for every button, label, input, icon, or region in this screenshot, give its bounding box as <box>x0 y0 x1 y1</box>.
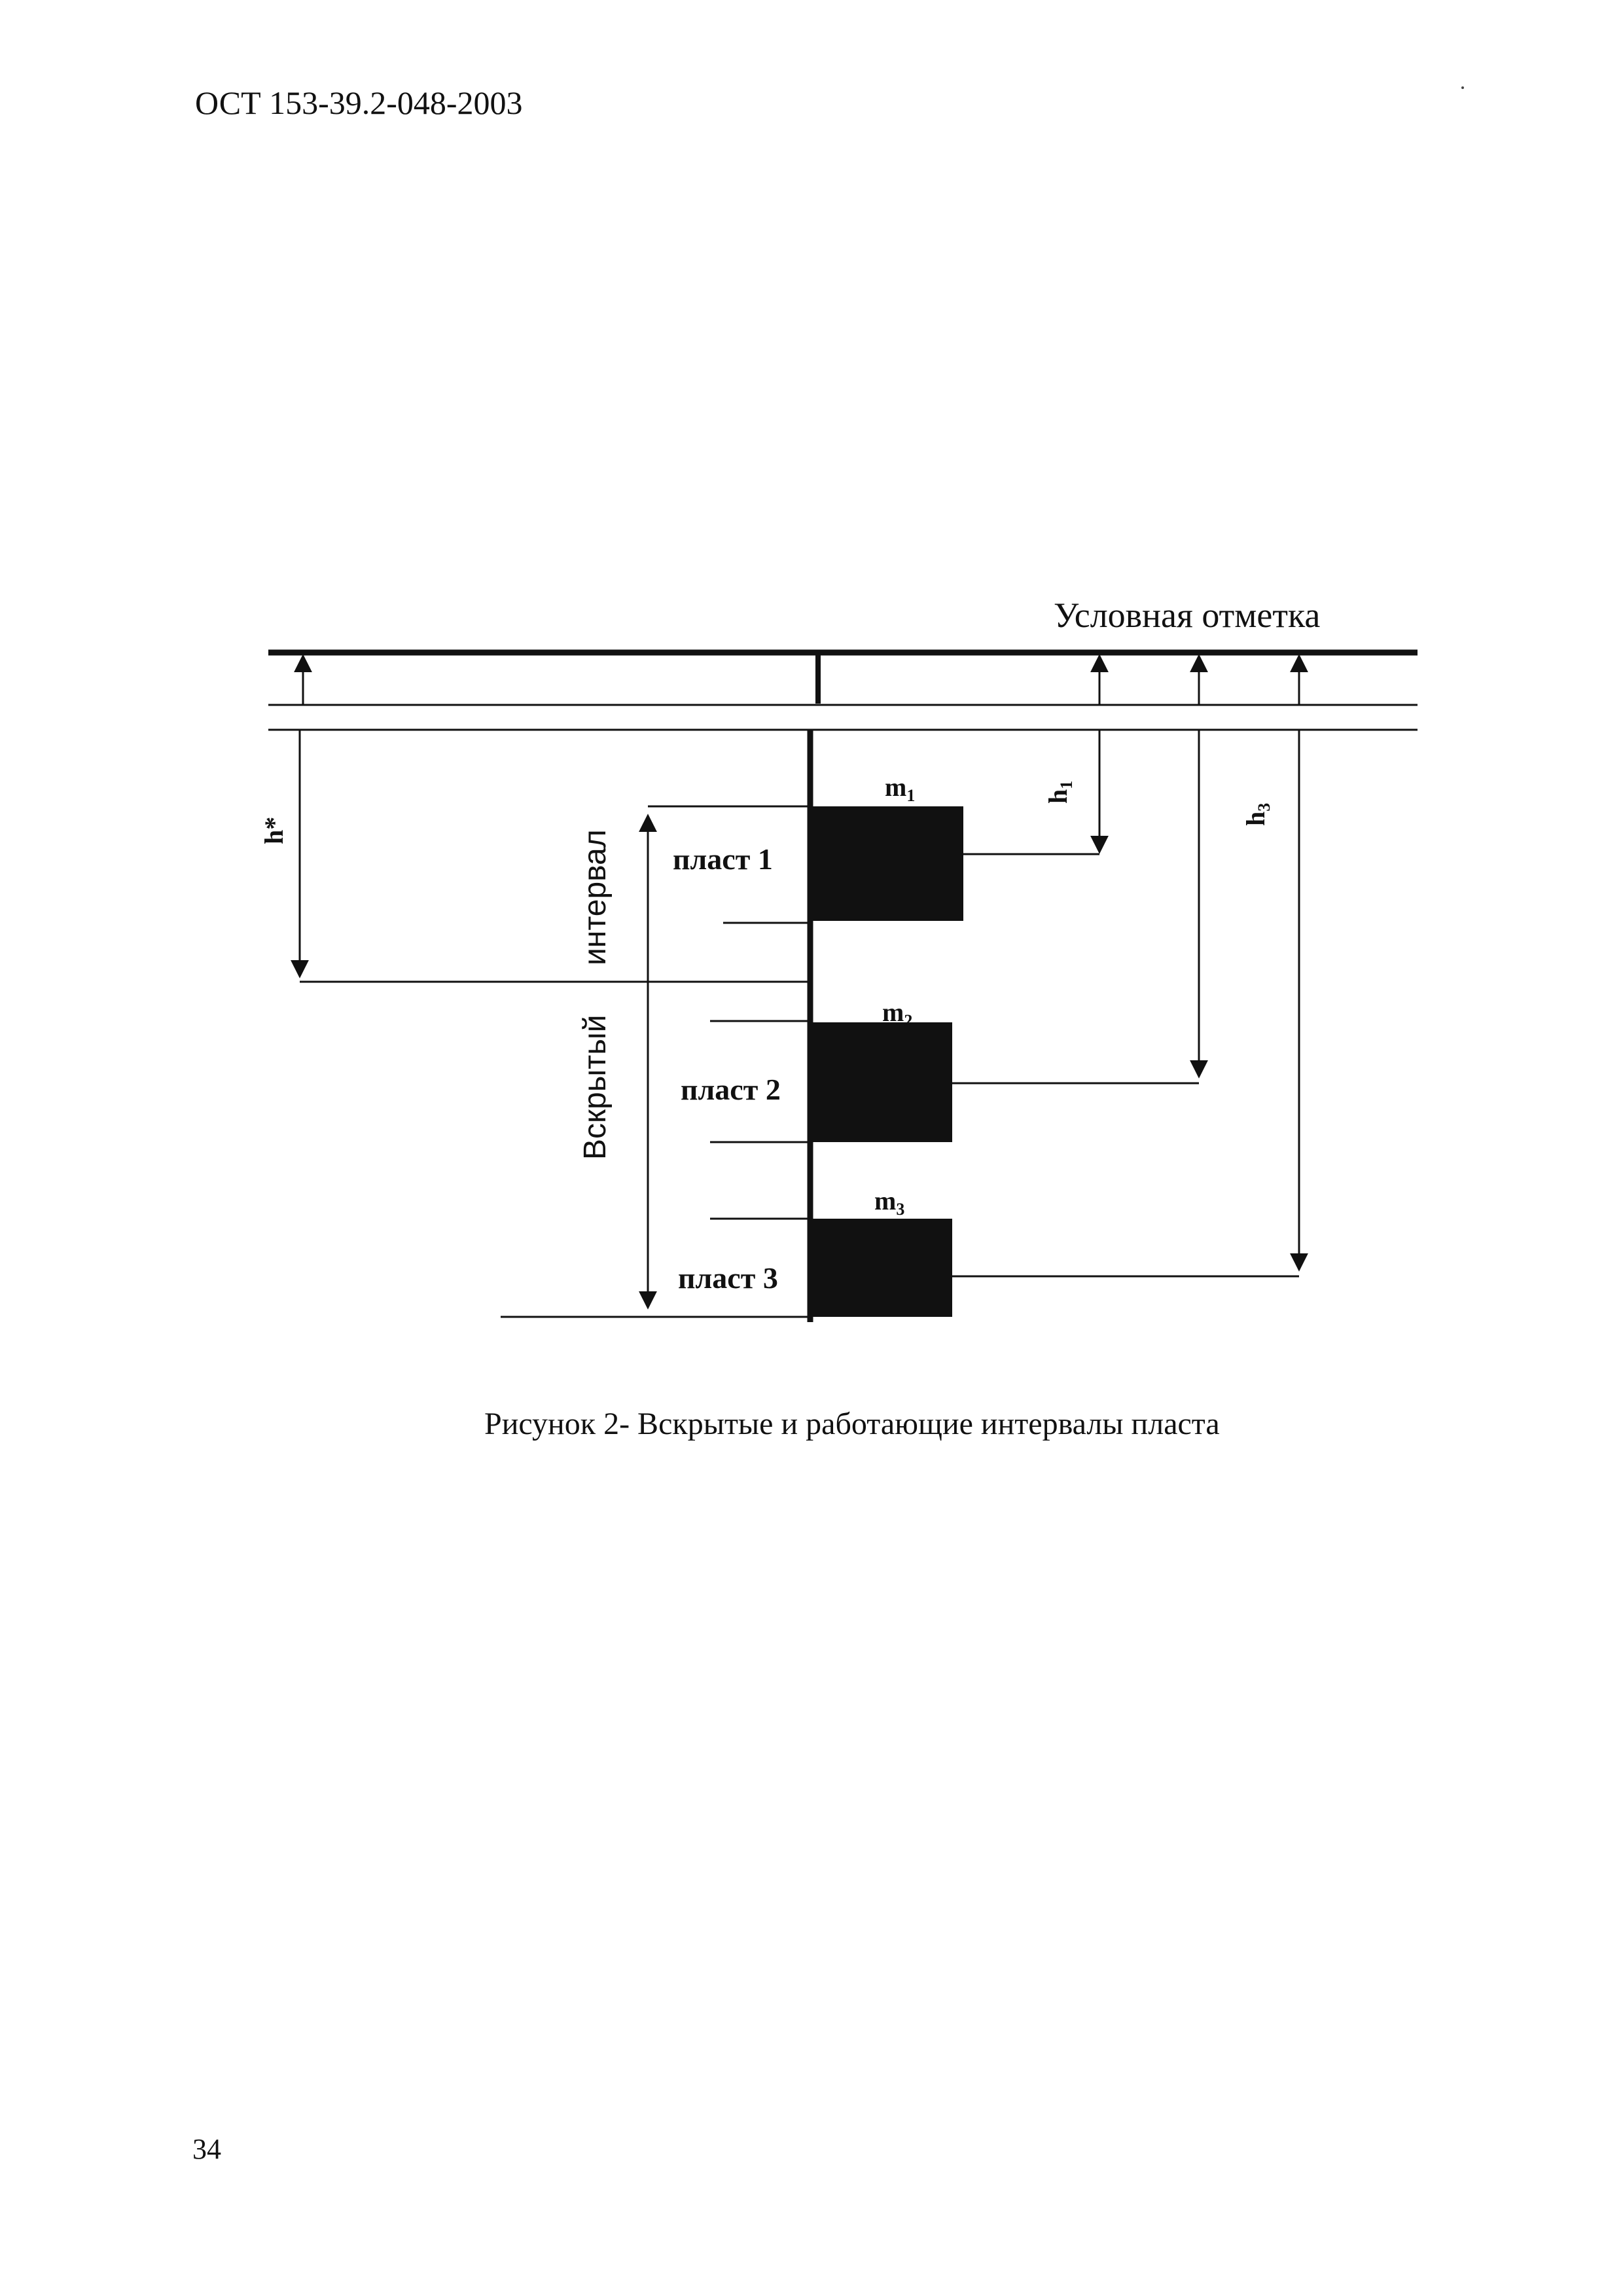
layer3-label: пласт 3 <box>678 1261 778 1295</box>
figure-caption: Рисунок 2- Вскрытые и работающие интерва… <box>484 1407 1220 1441</box>
layer2-perforation-block <box>810 1022 952 1142</box>
document-header: ОСТ 153-39.2-048-2003 <box>195 84 523 121</box>
reference-mark-label: Условная отметка <box>1054 596 1320 635</box>
layer1-label: пласт 1 <box>673 842 773 876</box>
m2-label: m2 <box>882 997 912 1030</box>
page-number: 34 <box>192 2133 221 2165</box>
layer2-label: пласт 2 <box>681 1073 781 1106</box>
m1-label: m1 <box>885 772 915 805</box>
layer3-perforation-block <box>810 1219 952 1317</box>
scan-speck <box>1461 86 1464 89</box>
opened-interval-label-word2: интервал <box>578 829 613 965</box>
h-star-label: h* <box>259 817 289 844</box>
h3-label: h3 <box>1241 803 1274 826</box>
layer1-perforation-block <box>810 806 963 921</box>
opened-interval-label-word1: Вскрытый <box>578 1014 613 1160</box>
h1-label: h1 <box>1043 781 1076 804</box>
m3-label: m3 <box>874 1186 904 1219</box>
